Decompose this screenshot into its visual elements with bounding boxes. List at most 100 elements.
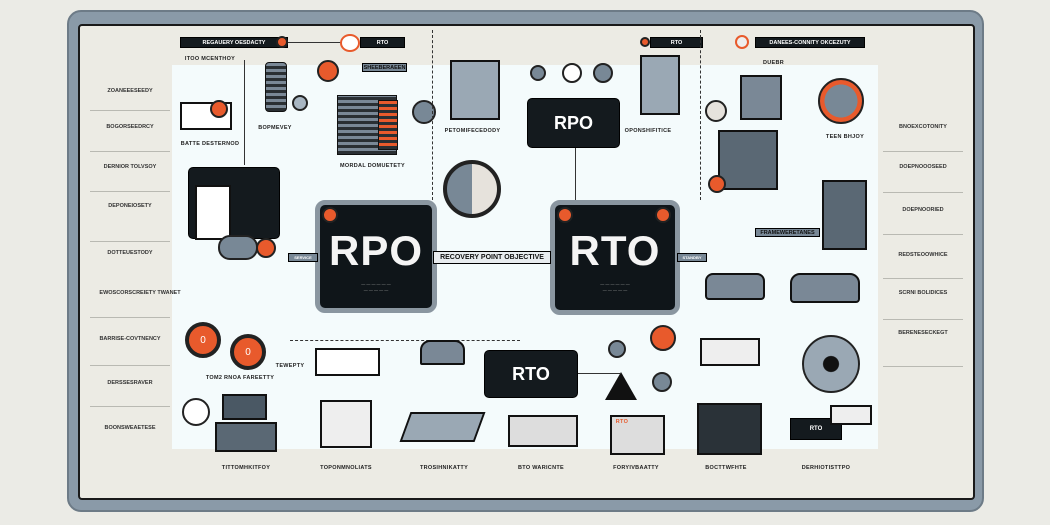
bottom-label: TROSIHNIKATTY xyxy=(419,465,469,471)
document-icon xyxy=(450,60,500,120)
clock-icon xyxy=(735,35,749,49)
right-list-item: REDSTEOOWHICE xyxy=(898,252,948,258)
left-list-item: ZOANEEESEEDY xyxy=(107,88,153,94)
alert-icon xyxy=(276,36,288,48)
dashboard-icon xyxy=(508,415,578,447)
divider xyxy=(883,366,963,367)
divider xyxy=(90,191,170,192)
rto-truck-icon: RTO xyxy=(790,418,842,440)
left-list-item: DOTTEUESTODY xyxy=(107,250,153,256)
right-list-item: DOEPNOORIED xyxy=(902,207,944,213)
label: PETOMIFECEDODY xyxy=(444,128,501,134)
connector xyxy=(288,42,343,43)
label: BATTE DESTERNOD xyxy=(180,141,240,147)
divider xyxy=(90,406,170,407)
bottom-label: DERHIOTISTTPO xyxy=(801,465,851,471)
browser-window-icon xyxy=(610,415,665,455)
left-list-item: BOGORSEEDRCY xyxy=(106,124,154,130)
alert-icon xyxy=(708,175,726,193)
connector xyxy=(700,30,701,200)
car-icon xyxy=(790,273,860,303)
divider xyxy=(883,278,963,279)
rto-description: — — — — — —— — — — — xyxy=(600,281,630,292)
side-tag-right: STANDBY xyxy=(677,253,707,262)
bottom-label: TOPONMNOLIATS xyxy=(320,465,372,471)
recovery-point-banner: RECOVERY POINT OBJECTIVE xyxy=(433,251,551,264)
van-icon xyxy=(705,273,765,300)
divider xyxy=(90,365,170,366)
truck-label: RTO xyxy=(809,426,823,432)
bottom-label: FORYIVBAATTY xyxy=(613,465,659,471)
connector xyxy=(432,30,433,200)
stopwatch-icon xyxy=(182,398,210,426)
alert-icon xyxy=(256,238,276,258)
left-list-item: EWOSCORSCREIETY TWANET xyxy=(99,290,181,296)
label: DUEBR xyxy=(763,60,785,66)
right-list-item: BERENESECKEGT xyxy=(898,330,948,336)
cloud-server-icon xyxy=(420,340,465,365)
gauge-left: 0 xyxy=(185,322,221,358)
connector xyxy=(290,340,520,341)
bottom-label: BTO WARICNTE xyxy=(518,465,564,471)
database-icon xyxy=(705,100,727,122)
book-icon xyxy=(640,55,680,115)
label: OPONSHIFITICE xyxy=(624,128,672,134)
monitor-icon xyxy=(222,394,267,420)
alert-icon xyxy=(210,100,228,118)
top-label-right: DANEES-CONNITY OKCEZUTY xyxy=(755,37,865,48)
gauge-right: 0 xyxy=(230,334,266,370)
laptop-icon xyxy=(215,422,277,452)
clock-icon xyxy=(443,160,501,218)
connector xyxy=(244,60,245,165)
target-chart-icon xyxy=(802,335,860,393)
warning-icon xyxy=(605,372,637,400)
small-rto-box: RTO xyxy=(484,350,578,398)
cloud-icon xyxy=(218,235,258,260)
rto-title: RTO xyxy=(569,227,661,274)
left-list-item: DERNIOR TOLVSOY xyxy=(103,164,157,170)
documents-icon xyxy=(399,412,486,442)
cabinet-icon xyxy=(822,180,867,250)
divider xyxy=(90,317,170,318)
database-icon xyxy=(265,62,287,112)
small-rpo-box: RPO xyxy=(527,98,620,148)
server-stack-icon xyxy=(378,100,398,150)
server-icon xyxy=(740,75,782,120)
divider xyxy=(883,234,963,235)
rpo-title: RPO xyxy=(328,227,423,274)
left-list-item: DEPONEIOSETY xyxy=(108,203,152,209)
card-icon xyxy=(830,405,872,425)
settings-icon xyxy=(608,340,626,358)
settings-icon xyxy=(652,372,672,392)
rpo-description: — — — — — —— — — — — xyxy=(361,281,391,292)
document-icon xyxy=(195,185,231,240)
monitor-icon xyxy=(700,338,760,366)
label-tag: SHEEBERAEEN xyxy=(362,63,407,72)
label: MORDAL DOMUETETY xyxy=(340,163,405,169)
clock-icon xyxy=(562,63,582,83)
left-list-item: BARRISE-COVTNENCY xyxy=(99,336,161,342)
server-icon xyxy=(718,130,778,190)
divider xyxy=(883,319,963,320)
gauge-icon xyxy=(818,78,864,124)
label: BOPMEVEY xyxy=(258,125,292,131)
magnifier-icon xyxy=(292,95,308,111)
connector xyxy=(578,373,620,374)
top-label-rto-right: RTO xyxy=(650,37,703,48)
top-label-rto: RTO xyxy=(360,37,405,48)
small-rto-title: RTO xyxy=(512,363,550,384)
rpo-panel: RPO — — — — — —— — — — — xyxy=(315,200,437,313)
laptop-icon xyxy=(320,400,372,448)
small-rpo-title: RPO xyxy=(553,112,593,133)
alert-icon xyxy=(317,60,339,82)
divider xyxy=(883,151,963,152)
right-list-item: DOEPNOOOSEED xyxy=(899,164,947,170)
divider xyxy=(883,192,963,193)
alert-icon xyxy=(557,207,573,223)
chart-card-icon xyxy=(315,348,380,376)
right-list-item: BNOEXCOTONITY xyxy=(899,124,947,130)
divider xyxy=(90,151,170,152)
bottom-label: BOCTTWFHTE xyxy=(705,465,747,471)
alert-icon xyxy=(640,37,650,47)
label: TEEN BHJOY xyxy=(825,134,865,140)
